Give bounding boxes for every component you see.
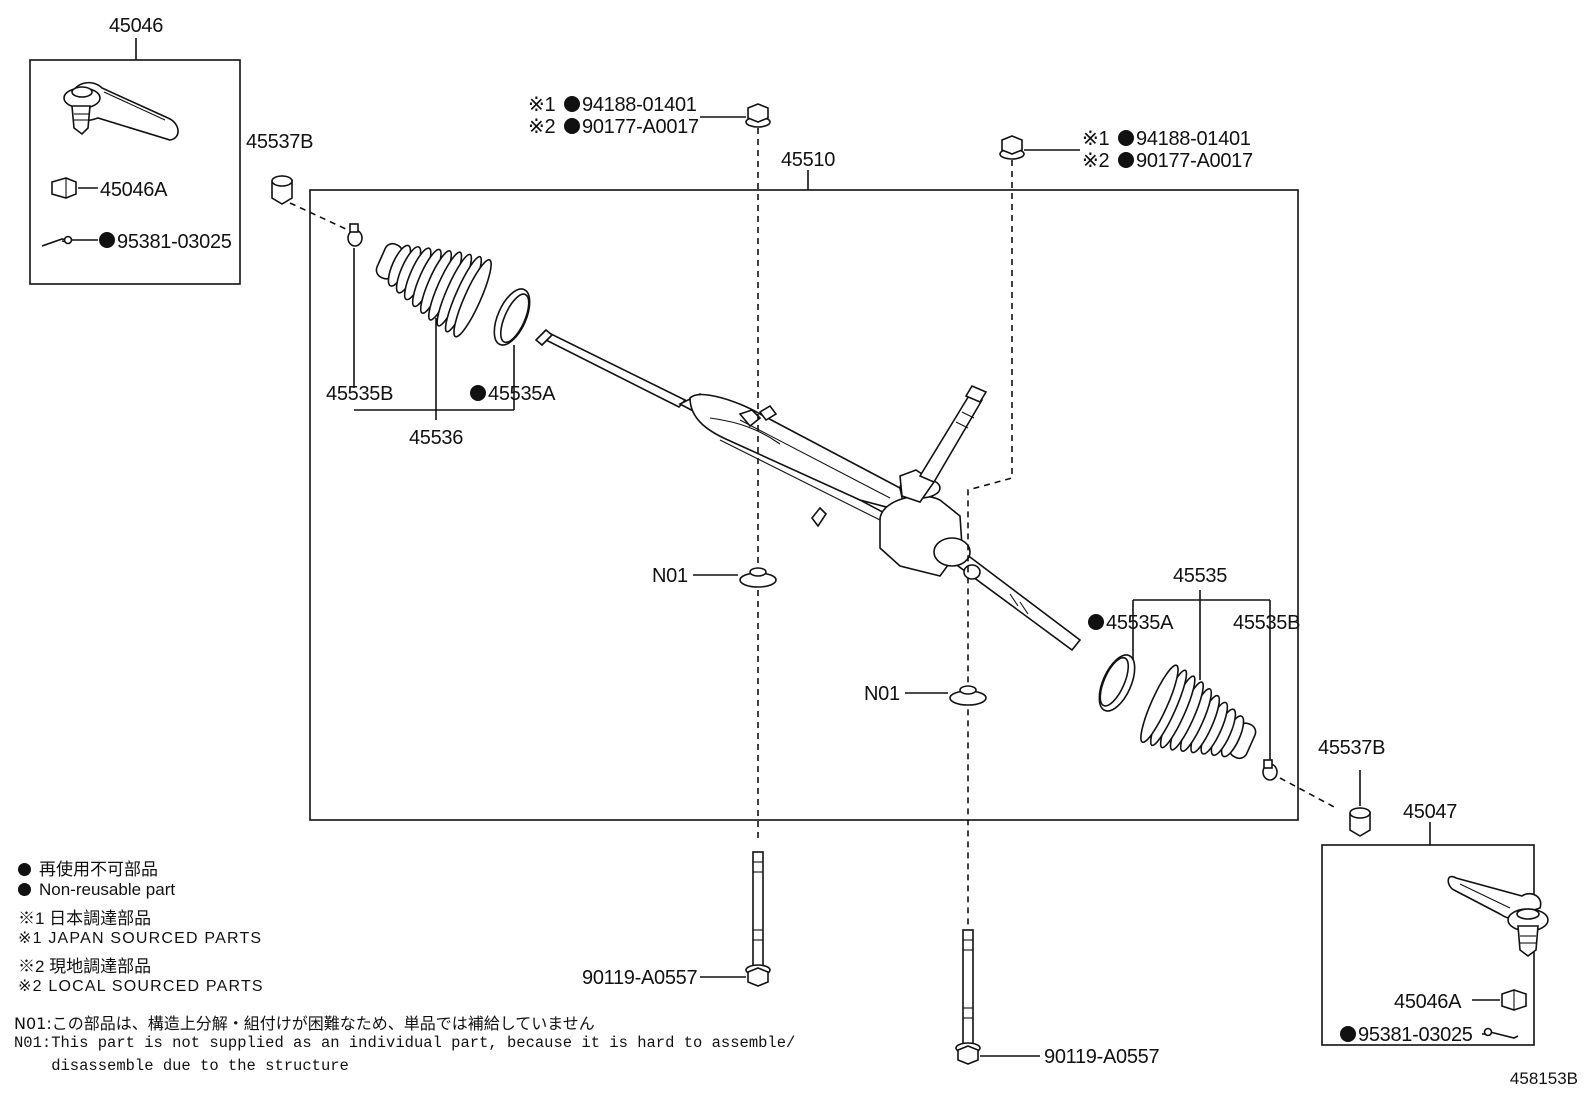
label-n01-left: N01 (652, 565, 688, 587)
label-90119-bottom-right: 90119-A0557 (1044, 1046, 1160, 1068)
frame-gear-assembly (309, 189, 1299, 821)
label-45046a-lh: 45046A (100, 179, 168, 201)
label-45046: 45046 (109, 15, 163, 37)
label-45047: 45047 (1403, 801, 1457, 823)
label-90177-top-right: 90177-A0017 (1136, 150, 1253, 172)
label-mark2-top-right: ※2 (1082, 150, 1109, 172)
label-mark2-top-left: ※2 (528, 116, 555, 138)
bolt-top-right-drawing (999, 135, 1025, 160)
label-45537b-right: 45537B (1318, 737, 1385, 759)
steering-rack-drawing (534, 328, 1082, 652)
boot-clip-b-left-drawing (347, 223, 363, 247)
washer-n01-left-drawing (739, 567, 777, 588)
washer-n01-right-drawing (949, 685, 987, 706)
bolt-top-left-drawing (745, 103, 771, 128)
boot-clip-b-right-drawing (1262, 759, 1278, 781)
legend-japan-sourced-en: ※1 JAPAN SOURCED PARTS (18, 930, 263, 947)
label-94188-top-left: 94188-01401 (582, 94, 697, 116)
frame-tie-rod-end-rh (1321, 844, 1535, 1046)
label-45535b-left: 45535B (326, 383, 393, 405)
label-90177-top-left: 90177-A0017 (582, 116, 699, 138)
boot-right-drawing (1140, 664, 1257, 760)
note-n01-en-line1: N01:This part is not supplied as an indi… (14, 1034, 796, 1052)
boot-clip-a-right-drawing (1098, 654, 1136, 712)
note-n01-jp: N01:この部品は、構造上分解・組付けが困難なため、単品では補給していません (14, 1014, 595, 1033)
label-45535a-right: 45535A (1106, 612, 1174, 634)
label-45535a-left: 45535A (488, 383, 556, 405)
clip-45537b-right-drawing (1349, 807, 1371, 837)
illustration-code: 458153B (1509, 1069, 1578, 1088)
label-90119-bottom-left: 90119-A0557 (582, 967, 698, 989)
boot-left-drawing (375, 242, 492, 338)
legend-local-sourced-en: ※2 LOCAL SOURCED PARTS (18, 978, 264, 995)
label-45536: 45536 (409, 427, 463, 449)
label-n01-right: N01 (864, 683, 900, 705)
note-n01-en-line2: disassemble due to the structure (14, 1057, 349, 1075)
label-mark1-top-left: ※1 (528, 94, 555, 116)
label-45510: 45510 (781, 149, 835, 171)
clip-45537b-left-drawing (271, 175, 293, 205)
legend-japan-sourced-jp: ※1 日本調達部品 (18, 909, 152, 928)
label-45046a-rh: 45046A (1394, 991, 1462, 1013)
bolt-bottom-right-drawing (955, 929, 981, 1065)
frame-tie-rod-end-lh (29, 59, 241, 285)
label-94188-top-right: 94188-01401 (1136, 128, 1251, 150)
label-95381-rh: 95381-03025 (1358, 1024, 1473, 1046)
label-95381-lh: 95381-03025 (117, 231, 232, 253)
legend-non-reusable-en: Non-reusable part (18, 880, 175, 900)
filled-dot-icon (18, 883, 31, 896)
boot-clip-a-left-drawing (493, 288, 531, 346)
label-45535-right: 45535 (1173, 565, 1227, 587)
label-mark1-top-right: ※1 (1082, 128, 1109, 150)
label-45537b-left: 45537B (246, 131, 313, 153)
bolt-bottom-left-drawing (745, 851, 771, 987)
filled-dot-icon (18, 863, 31, 876)
tie-rod-end-rh-drawing (1447, 875, 1549, 1039)
tie-rod-end-lh-drawing (41, 81, 179, 247)
legend-local-sourced-jp: ※2 現地調達部品 (18, 957, 152, 976)
label-45535b-right: 45535B (1233, 612, 1300, 634)
legend-non-reusable-jp: 再使用不可部品 (18, 855, 158, 880)
